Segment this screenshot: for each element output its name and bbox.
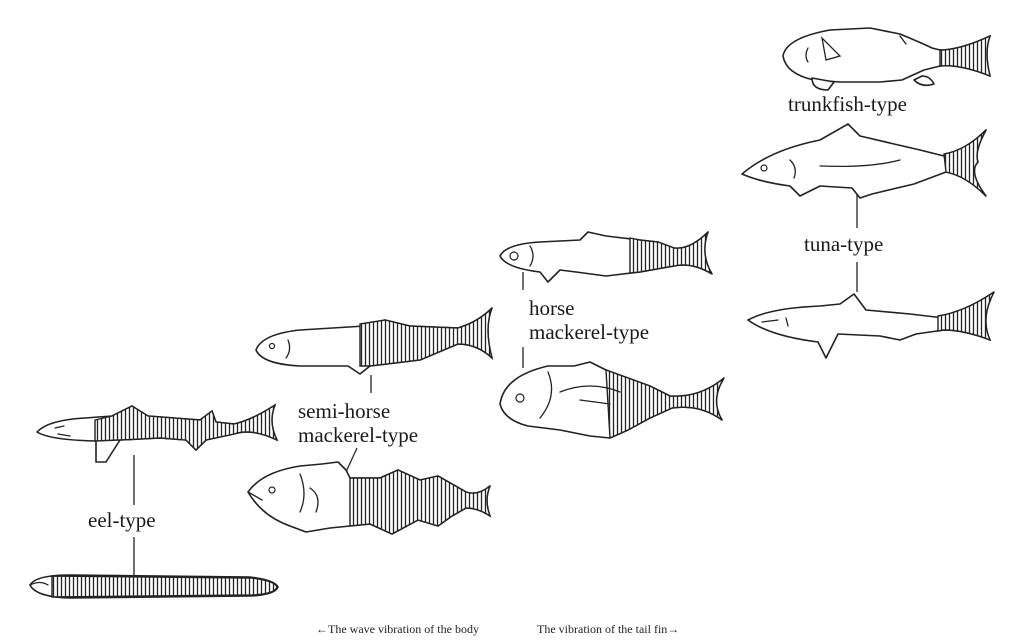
- horse-mackerel-label-line1: horse: [529, 296, 575, 320]
- trunkfish-illustration: [783, 28, 990, 90]
- horse-mackerel-illustration: [500, 232, 712, 282]
- mako-shark-illustration: [748, 292, 994, 358]
- tail-fin-caption: The vibration of the tail fin→: [537, 622, 679, 637]
- body-wave-caption: ←The wave vibration of the body: [316, 622, 479, 637]
- jack-illustration: [500, 362, 724, 438]
- semi-connector-bottom: [346, 448, 357, 472]
- cod-illustration: [248, 462, 490, 534]
- trunkfish-type-label: trunkfish-type: [788, 92, 907, 116]
- eel-fish-illustration: [30, 575, 278, 598]
- tuna-type-label: tuna-type: [804, 232, 883, 256]
- semi-horse-mackerel-label-line1: semi-horse: [298, 399, 390, 423]
- salmon-illustration: [256, 308, 492, 374]
- tuna-illustration: [742, 124, 986, 198]
- dogfish-illustration: [37, 405, 277, 462]
- semi-horse-mackerel-label-line2: mackerel-type: [298, 423, 418, 447]
- connector-lines: [134, 195, 857, 585]
- eel-type-label: eel-type: [88, 508, 156, 532]
- horse-mackerel-label-line2: mackerel-type: [529, 320, 649, 344]
